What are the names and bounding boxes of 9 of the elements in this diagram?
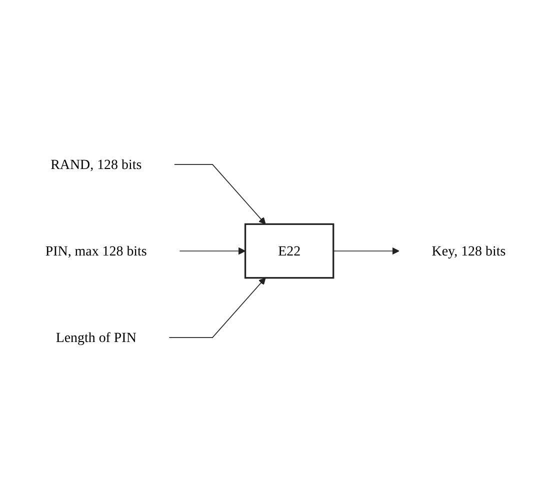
node-text: Length of PIN [56,330,136,346]
node-text: PIN, max 128 bits [45,243,147,259]
arrow [179,247,246,255]
node-text: Key, 128 bits [432,243,506,259]
node-text: RAND, 128 bits [50,156,142,172]
arrow [332,247,400,255]
node-box: E22 [244,223,334,279]
arrow [174,164,266,224]
arrow [168,278,266,338]
